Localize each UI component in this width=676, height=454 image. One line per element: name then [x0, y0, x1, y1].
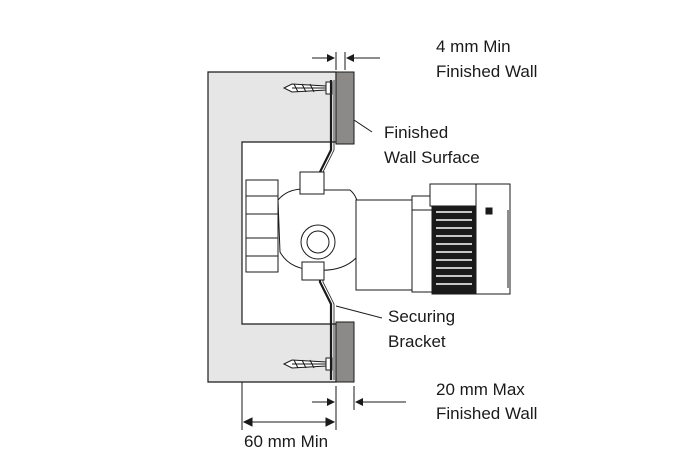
label-max-wall-line2: Finished Wall — [436, 404, 537, 423]
label-bracket-line1: Securing — [388, 307, 455, 326]
label-wall-surface-line2: Wall Surface — [384, 148, 480, 167]
label-bracket-line2: Bracket — [388, 332, 446, 351]
dimension-4mm — [312, 52, 380, 70]
label-wall-surface-line1: Finished — [384, 123, 448, 142]
dimension-60mm — [241, 382, 337, 430]
control-knob — [429, 183, 511, 295]
finished-wall-panel-bottom — [335, 321, 355, 383]
label-max-wall-line1: 20 mm Max — [436, 380, 525, 399]
label-min-wall-line1: 4 mm Min — [436, 37, 511, 56]
finished-wall-panel-top — [335, 71, 355, 145]
leader-wall-surface — [353, 119, 373, 133]
leader-bracket — [335, 305, 383, 319]
wall-anchor-top — [282, 81, 333, 95]
label-min-wall-line2: Finished Wall — [436, 62, 537, 81]
label-depth-min: 60 mm Min — [244, 432, 328, 451]
valve-body — [245, 171, 433, 293]
dimension-20mm — [312, 386, 406, 410]
